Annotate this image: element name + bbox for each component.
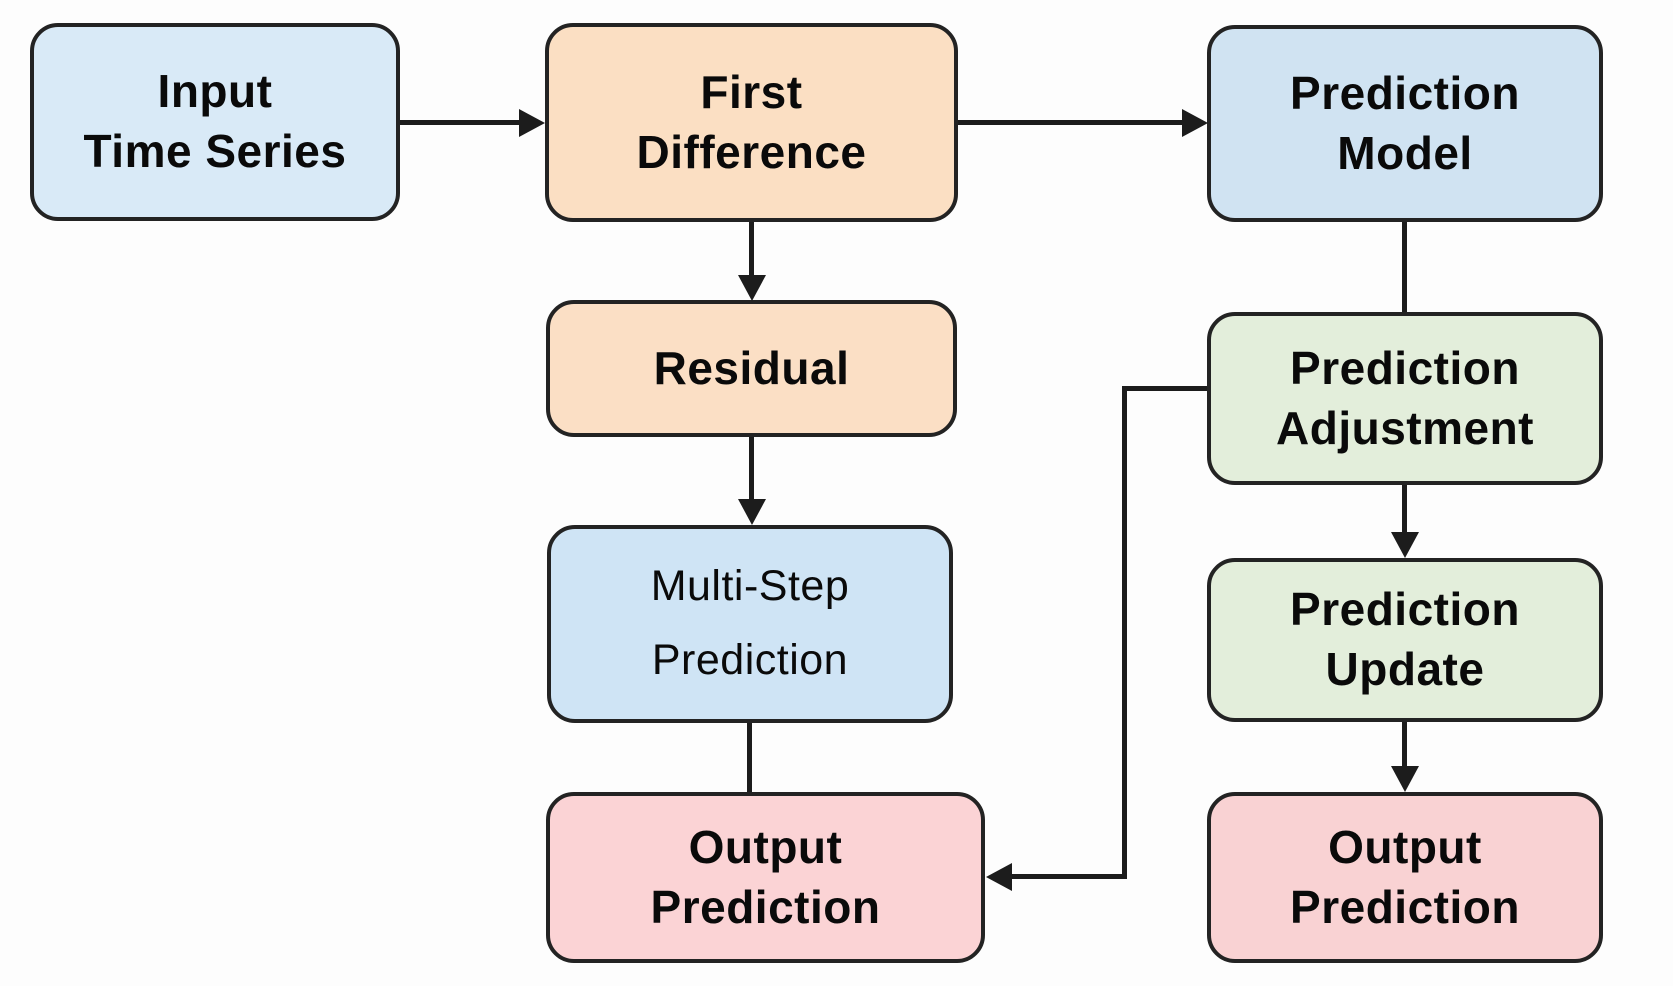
edge-adjustment-feedback-arrowhead-icon xyxy=(986,863,1012,891)
edge-adjustment-to-update-line xyxy=(1402,485,1407,534)
edge-residual-to-multi-step-arrowhead-icon xyxy=(738,499,766,525)
edge-multi-step-to-output-left-line xyxy=(747,723,752,792)
node-input-time-series-label: Input Time Series xyxy=(83,65,347,177)
edge-adjustment-feedback-top-line xyxy=(1122,386,1207,391)
edge-residual-to-multi-step-line xyxy=(749,437,754,501)
node-output-prediction-right-label: Output Prediction xyxy=(1290,820,1520,933)
edge-prediction-model-to-adjustment-line xyxy=(1402,222,1407,312)
node-residual-label: Residual xyxy=(653,341,850,394)
edge-input-to-first-difference-line xyxy=(400,120,522,125)
edge-first-difference-to-residual-arrowhead-icon xyxy=(738,275,766,301)
node-prediction-update-label: Prediction Update xyxy=(1290,583,1520,695)
node-output-prediction-left-label: Output Prediction xyxy=(650,820,881,933)
node-output-prediction-right: Output Prediction xyxy=(1207,792,1603,963)
node-first-difference-label: First Difference xyxy=(636,65,867,178)
edge-first-difference-to-residual-line xyxy=(749,222,754,277)
edge-adjustment-feedback-bottom-line xyxy=(1010,874,1127,879)
node-multi-step-prediction: Multi-Step Prediction xyxy=(547,525,953,723)
node-residual: Residual xyxy=(546,300,957,437)
node-multi-step-prediction-label: Multi-Step Prediction xyxy=(650,562,850,684)
node-input-time-series: Input Time Series xyxy=(30,23,400,221)
node-prediction-adjustment: Prediction Adjustment xyxy=(1207,312,1603,485)
edge-adjustment-to-update-arrowhead-icon xyxy=(1391,532,1419,558)
edge-first-difference-to-prediction-model-arrowhead-icon xyxy=(1182,109,1208,137)
node-prediction-model-label: Prediction Model xyxy=(1290,66,1520,179)
edge-update-to-output-right-line xyxy=(1402,722,1407,768)
node-prediction-update: Prediction Update xyxy=(1207,558,1603,722)
edge-adjustment-feedback-vertical-line xyxy=(1122,386,1127,877)
node-output-prediction-left: Output Prediction xyxy=(546,792,985,963)
edge-input-to-first-difference-arrowhead-icon xyxy=(519,109,545,137)
edge-update-to-output-right-arrowhead-icon xyxy=(1391,766,1419,792)
edge-first-difference-to-prediction-model-line xyxy=(958,120,1185,125)
node-prediction-adjustment-label: Prediction Adjustment xyxy=(1276,341,1534,454)
node-first-difference: First Difference xyxy=(545,23,958,222)
node-prediction-model: Prediction Model xyxy=(1207,25,1603,222)
